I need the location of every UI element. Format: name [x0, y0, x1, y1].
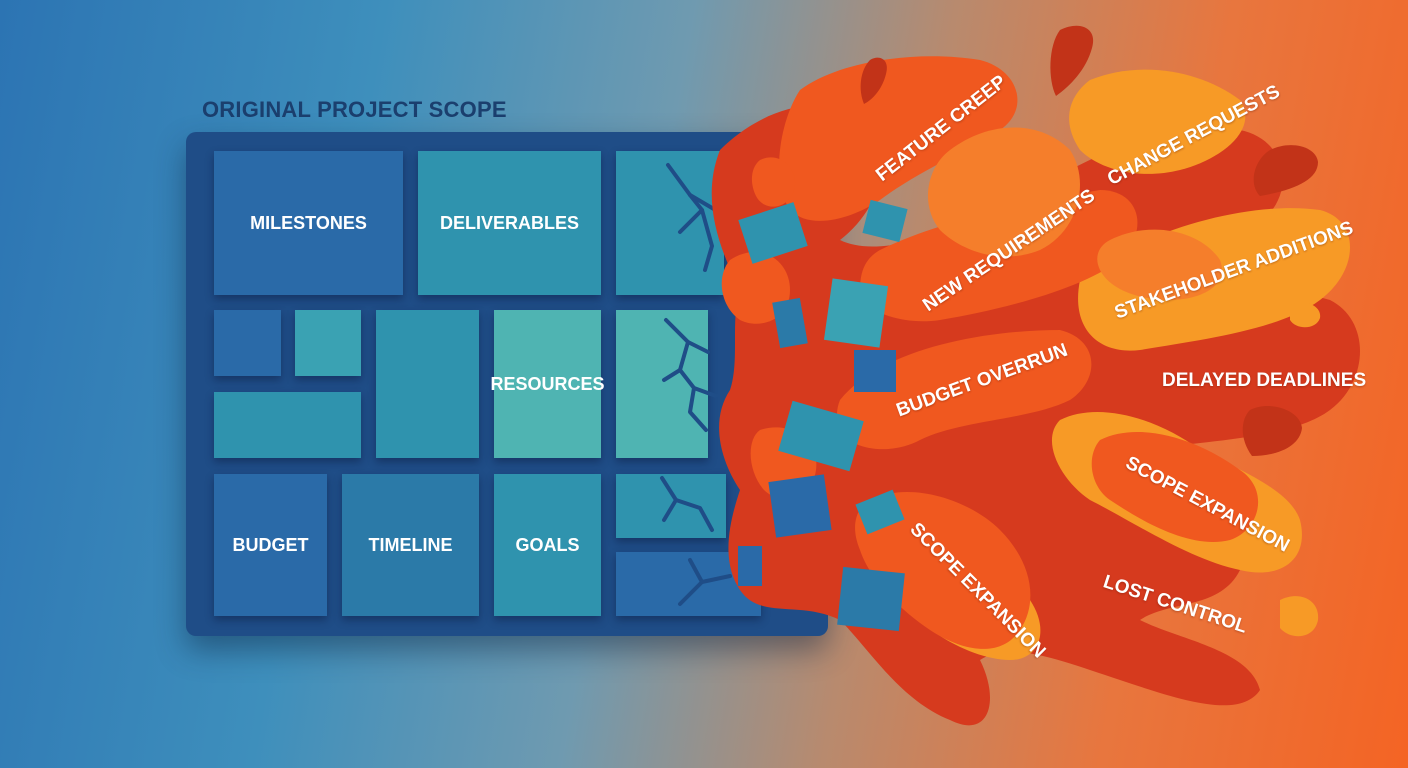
- tile-milestones: MILESTONES: [214, 151, 403, 295]
- tile-resources-label: RESOURCES: [490, 373, 605, 394]
- tile-deliverables: DELIVERABLES: [418, 151, 601, 295]
- tile-wide-c: [214, 392, 361, 458]
- wisps: [860, 25, 1318, 456]
- tile-timeline-label: TIMELINE: [368, 534, 453, 555]
- tile-goals: GOALS: [494, 474, 601, 616]
- tile-budget: BUDGET: [214, 474, 327, 616]
- tile-tall-d: [376, 310, 479, 458]
- tile-resources: RESOURCES: [490, 310, 605, 458]
- tile-small-a: [214, 310, 281, 376]
- scope-title: ORIGINAL PROJECT SCOPE: [202, 97, 507, 122]
- tile-goals-label: GOALS: [515, 534, 580, 555]
- tile-budget-label: BUDGET: [232, 534, 309, 555]
- tile-small-b: [295, 310, 361, 376]
- flying-shards: [738, 199, 908, 632]
- tile-milestones-label: MILESTONES: [250, 212, 367, 233]
- tile-deliverables-label: DELIVERABLES: [439, 212, 580, 233]
- label-delayed-deadlines: DELAYED DEADLINES: [1162, 370, 1367, 391]
- blobs-light: [927, 127, 1222, 300]
- tile-timeline: TIMELINE: [342, 474, 479, 616]
